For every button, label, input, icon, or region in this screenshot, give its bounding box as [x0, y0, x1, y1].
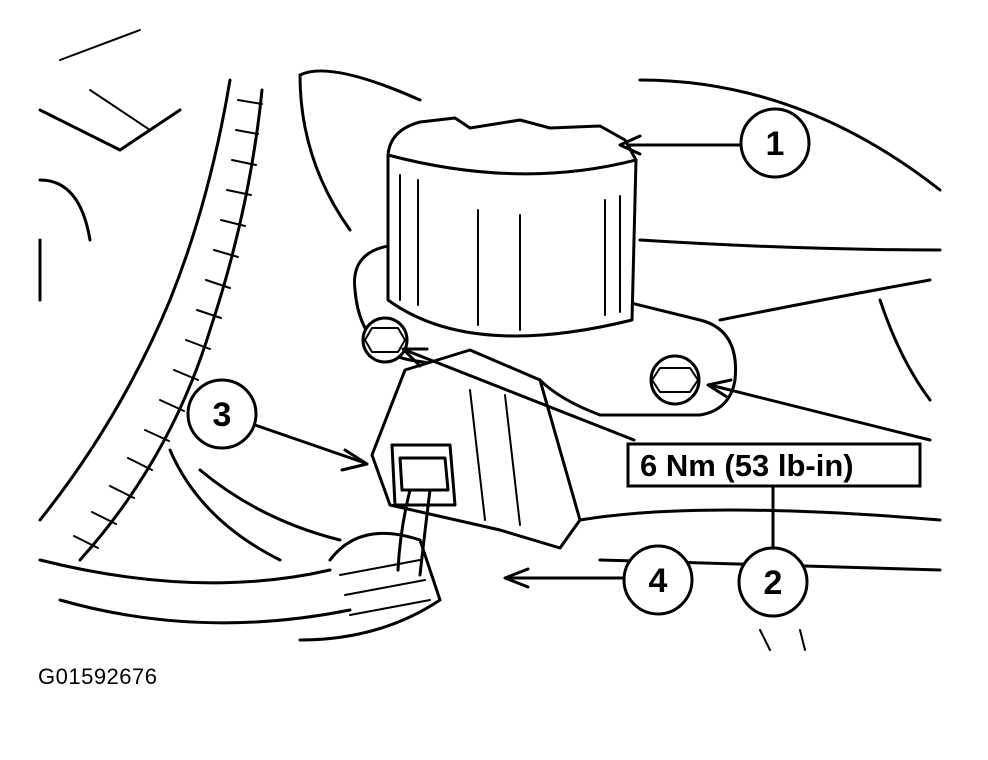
figure-id: G01592676 [38, 664, 158, 689]
harness-ribs [73, 99, 263, 549]
engine-line-art [38, 29, 942, 651]
callout-2-label: 2 [764, 564, 783, 602]
leader-lines [253, 134, 932, 589]
bolt-right [649, 354, 701, 406]
torque-spec-box: 6 Nm (53 lb-in) [626, 442, 922, 488]
callout-1-label: 1 [766, 125, 785, 163]
bolt-left [361, 316, 409, 364]
torque-spec-label: 6 Nm (53 lb-in) [640, 448, 854, 483]
callout-4-label: 4 [649, 562, 668, 600]
callout-3-label: 3 [213, 396, 232, 434]
callout-2: 2 [737, 546, 809, 618]
callout-4: 4 [622, 544, 694, 616]
callout-1: 1 [739, 107, 811, 179]
callout-3: 3 [186, 378, 258, 450]
